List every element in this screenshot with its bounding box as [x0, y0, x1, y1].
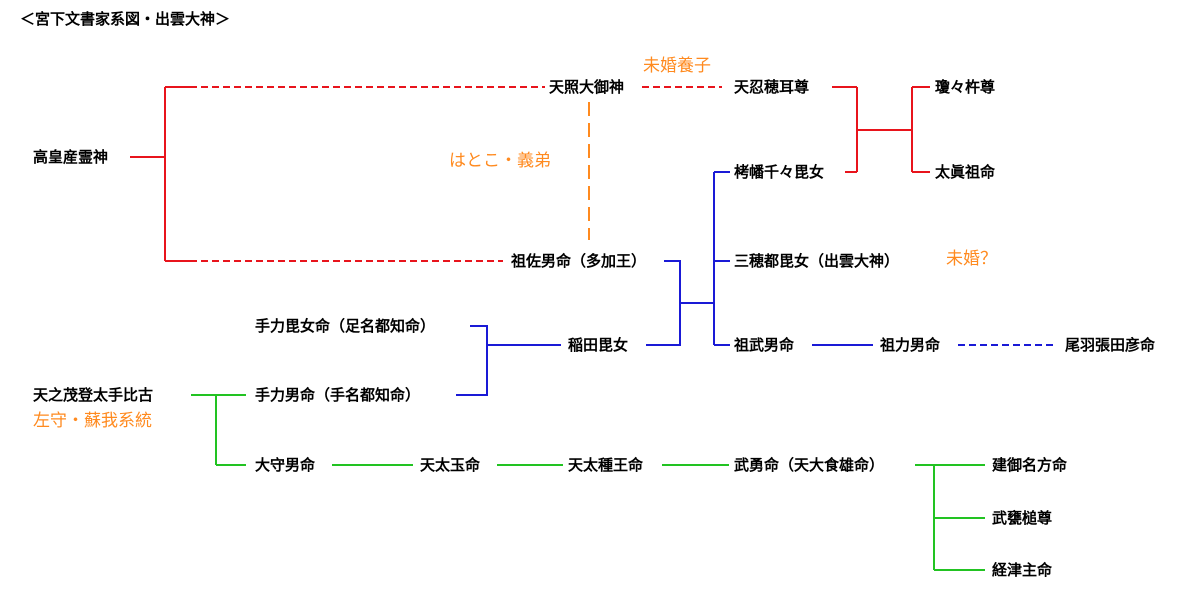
- line-tejikara-couple: [456, 325, 488, 396]
- note-second-cousin-brother-in-law: はとこ・義弟: [449, 151, 551, 171]
- node-ninigi: 瓊々杵尊: [935, 78, 996, 96]
- node-ookamio: 大守男命: [255, 456, 316, 474]
- node-inadahime: 稲田毘女: [568, 336, 629, 354]
- note-unmarried-adopted: 未婚養子: [643, 56, 711, 76]
- node-amefutotane: 天太種王命: [568, 456, 644, 474]
- node-amaterasu: 天照大御神: [549, 78, 625, 96]
- diagram-title: ＜宮下文書家系図・出雲大神＞: [20, 10, 231, 28]
- node-owarihari: 尾羽張田彦命: [1065, 336, 1156, 354]
- node-oshihomimi: 天忍穂耳尊: [734, 78, 810, 96]
- node-sosao: 祖佐男命（多加王）: [511, 252, 647, 270]
- node-ameno-shigeri: 天之茂登太手比古: [33, 386, 154, 404]
- node-tejikarao: 手力男命（手名都知命）: [255, 386, 421, 404]
- note-unmarried-question: 未婚？: [946, 249, 997, 269]
- node-takeisao: 武勇命（天大食雄命）: [734, 456, 885, 474]
- node-mihotsu: 三穂都毘女（出雲大神）: [734, 252, 900, 270]
- node-amenofutotama: 天太玉命: [420, 456, 481, 474]
- node-futomani: 太眞祖命: [935, 163, 996, 181]
- node-takeminakata: 建御名方命: [992, 456, 1068, 474]
- line-sosao-inada-couple: [646, 260, 681, 346]
- node-sochikarao: 祖力男命: [880, 336, 941, 354]
- node-futsunushi: 経津主命: [992, 561, 1053, 579]
- node-takamimusuhi: 高皇産霊神: [33, 148, 109, 166]
- node-sotakeo: 祖武男命: [734, 336, 795, 354]
- node-takemikazuchi: 武甕槌尊: [992, 509, 1053, 527]
- note-samori-soga-lineage: 左守・蘇我系統: [33, 411, 152, 431]
- node-yorozuhatachiji: 栲幡千々毘女: [734, 163, 825, 181]
- node-tejikarahime: 手力毘女命（足名都知命）: [255, 317, 436, 335]
